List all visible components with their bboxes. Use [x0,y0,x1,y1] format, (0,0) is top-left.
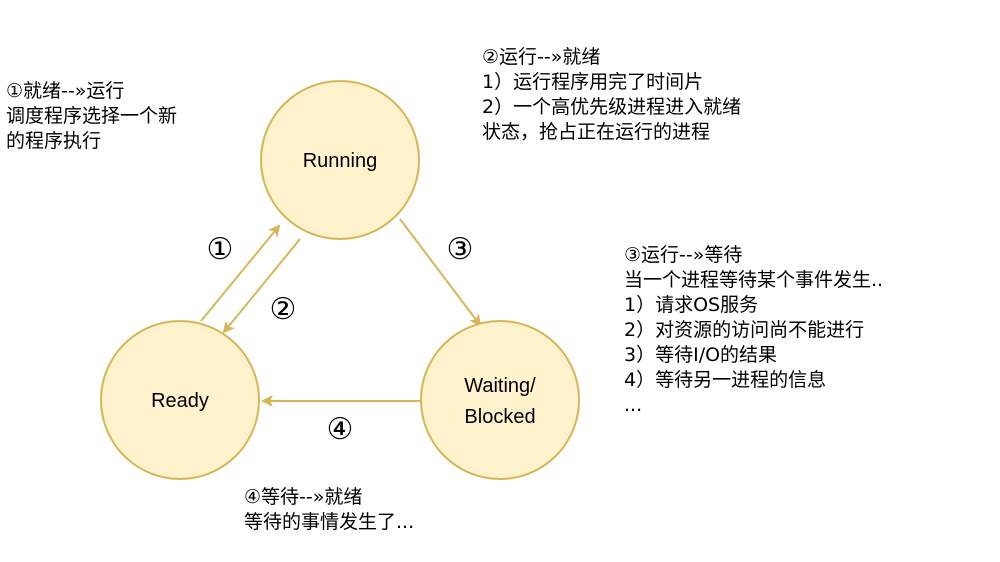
note-ready-to-running: ①就绪--»运行 调度程序选择一个新 的程序执行 [6,79,177,154]
edge-ready-to-running [200,224,281,322]
note-line: 3）等待I/O的结果 [624,344,778,366]
edge-marker-2: ② [270,292,297,327]
node-running-circle [260,80,420,240]
note-title: ②运行--»就绪 [482,46,601,68]
note-line: 等待的事情发生了... [244,511,415,533]
note-line: 4）等待另一进程的信息 [624,369,827,391]
edge-running-to-waiting [399,218,482,327]
node-running-label: Running [303,150,378,172]
note-title: ④等待--»就绪 [244,486,363,508]
note-line: 1）请求OS服务 [624,294,759,316]
node-ready-label: Ready [151,390,209,412]
note-title: ①就绪--»运行 [6,80,125,102]
note-line: ... [624,394,643,416]
note-line: 1）运行程序用完了时间片 [482,71,704,93]
note-running-to-ready: ②运行--»就绪 1）运行程序用完了时间片 2）一个高优先级进程进入就绪 状态，… [482,45,741,145]
node-ready: Ready [100,320,260,480]
node-ready-circle [100,320,260,480]
note-line: 当一个进程等待某个事件发生.. [624,269,884,291]
note-running-to-waiting: ③运行--»等待 当一个进程等待某个事件发生.. 1）请求OS服务 2）对资源的… [624,243,883,418]
note-waiting-to-ready: ④等待--»就绪 等待的事情发生了... [244,485,414,535]
node-running: Running [260,80,420,240]
note-line: 2）对资源的访问尚不能进行 [624,319,865,341]
node-waiting-label-line1: Waiting/ [464,375,536,397]
node-waiting-circle [420,320,580,480]
note-line: 的程序执行 [6,130,102,152]
edge-marker-4: ④ [327,412,354,447]
edge-marker-1: ① [207,232,234,267]
edge-running-to-ready [222,238,301,334]
note-line: 状态，抢占正在运行的进程 [482,121,711,143]
node-waiting-label-line2: Blocked [464,406,535,428]
note-line: 调度程序选择一个新 [6,105,178,127]
node-waiting-blocked: Waiting/ Blocked [420,320,580,480]
note-title: ③运行--»等待 [624,244,743,266]
note-line: 2）一个高优先级进程进入就绪 [482,96,742,118]
edge-marker-3: ③ [447,232,474,267]
